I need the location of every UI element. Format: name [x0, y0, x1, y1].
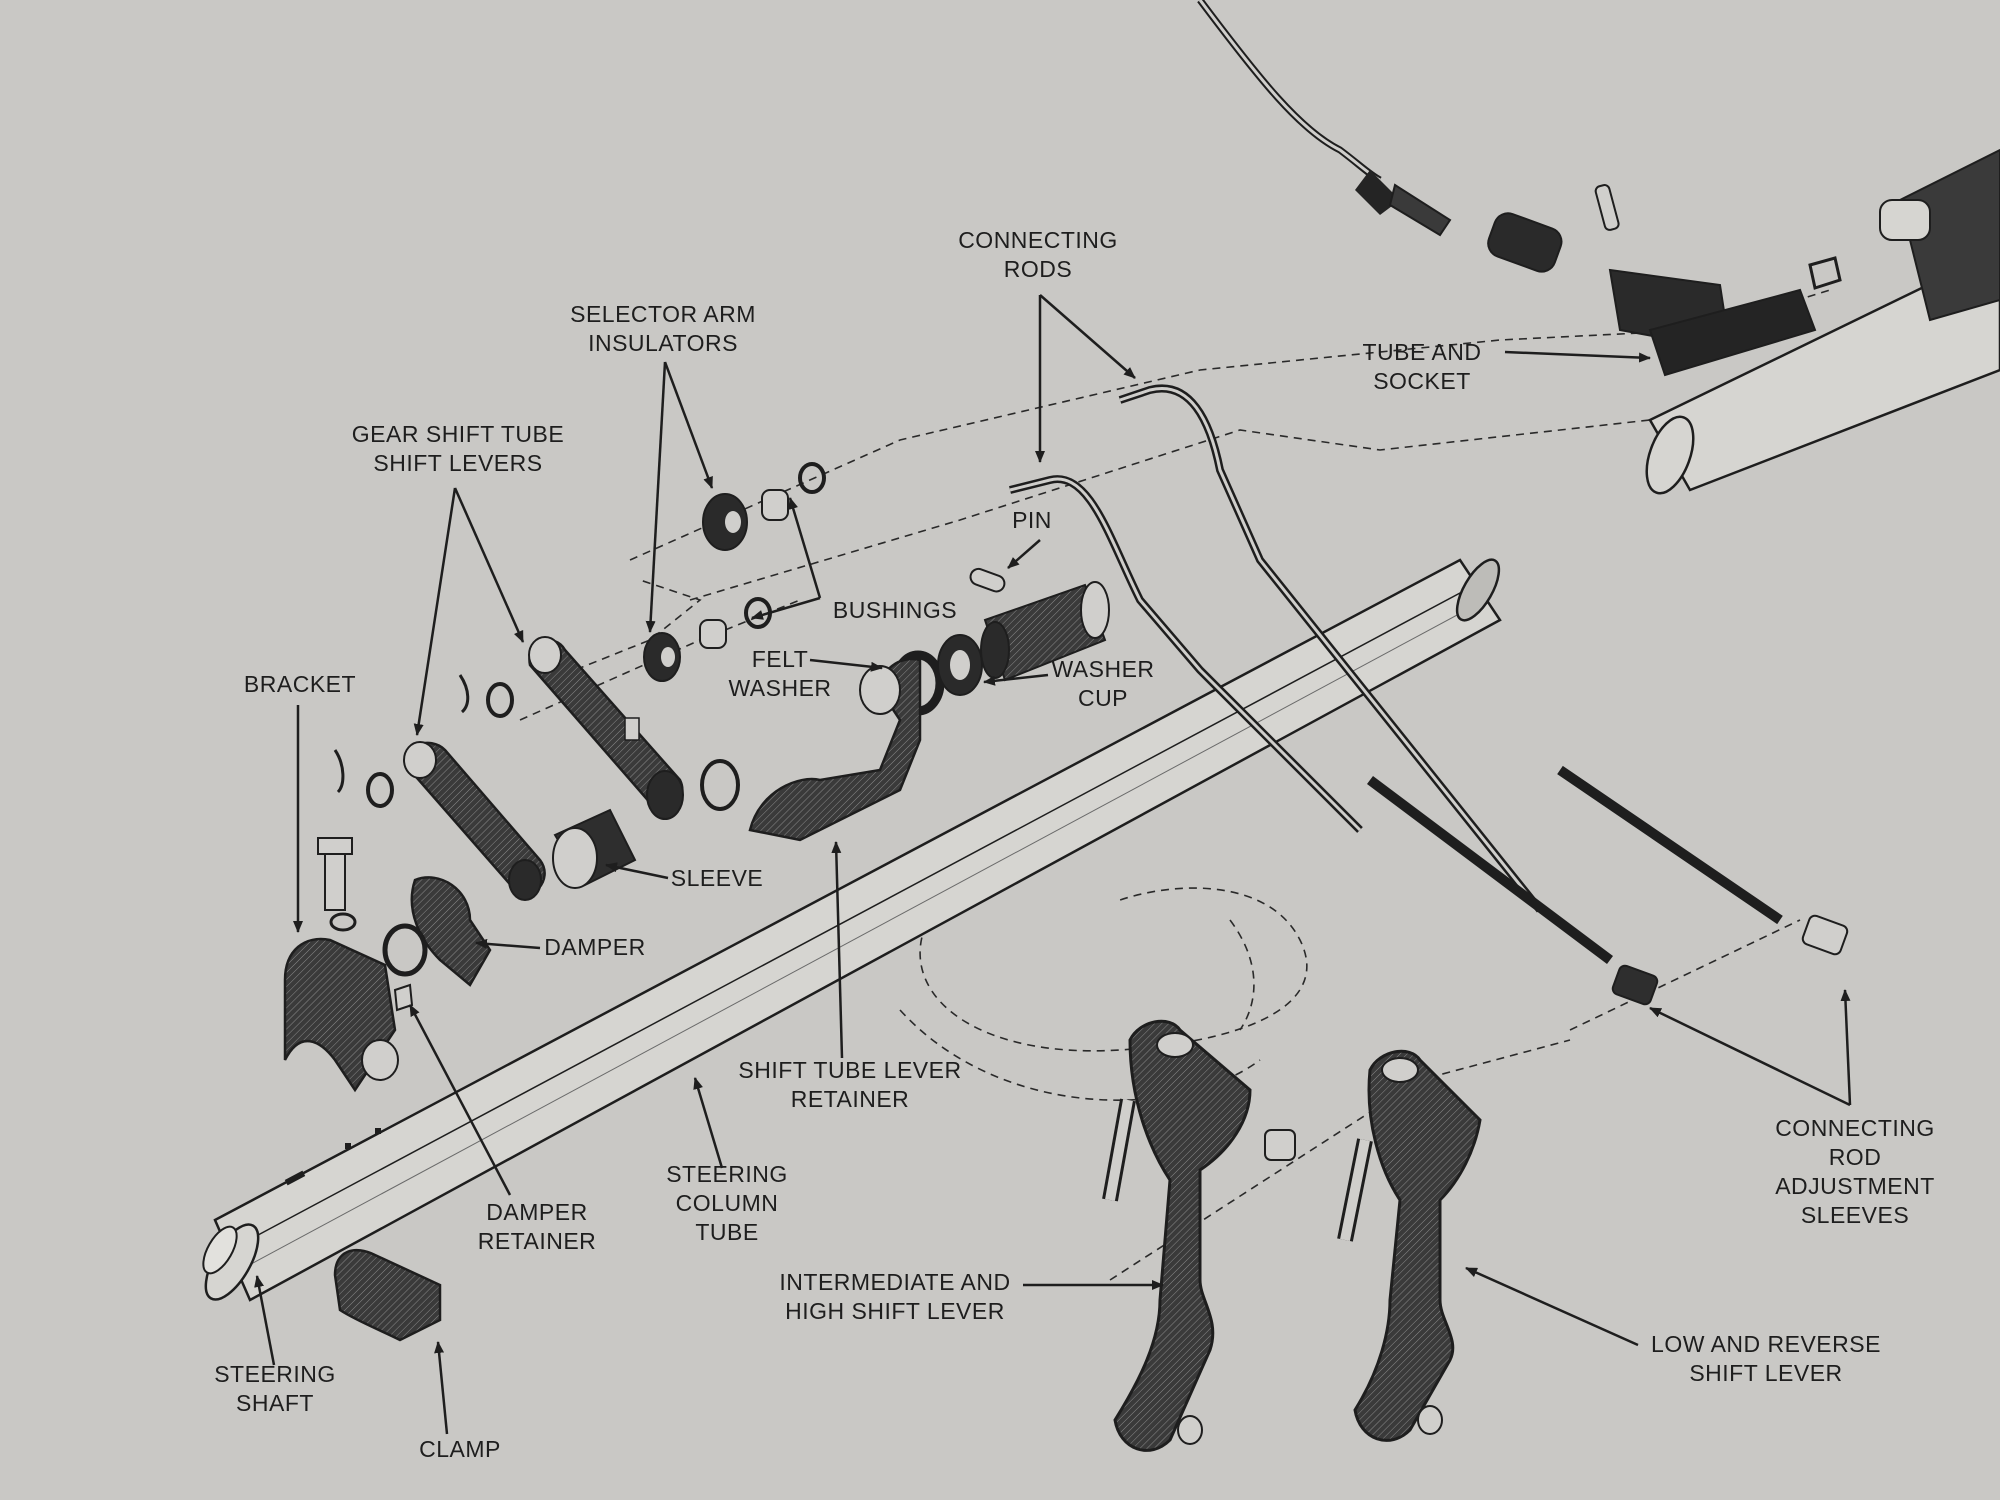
connecting-rod-adjustment-sleeves — [1611, 914, 1849, 1006]
insulators-bushings — [643, 462, 1006, 682]
low-reverse-shift-lever — [1264, 1049, 1482, 1442]
damper — [382, 876, 492, 987]
shift-tube-lever-retainer — [748, 657, 922, 842]
shift-housing — [1645, 148, 2000, 495]
intermediate-high-shift-lever — [1102, 1019, 1252, 1452]
label-damper: DAMPER — [544, 934, 646, 960]
label-connecting-rods: CONNECTING RODS — [958, 227, 1118, 282]
sleeve-group — [333, 674, 740, 889]
label-tube-and-socket: TUBE AND SOCKET — [1362, 339, 1482, 394]
steering-shaft — [202, 1225, 238, 1275]
label-felt-washer: FELT WASHER — [728, 646, 832, 701]
label-intermediate-and-high-shift-lever: INTERMEDIATE AND HIGH SHIFT LEVER — [779, 1269, 1011, 1324]
leader-arrows — [254, 294, 1852, 1435]
label-bushings: BUSHINGS — [832, 597, 958, 623]
label-clamp: CLAMP — [419, 1436, 501, 1462]
upper-shift-rod — [1197, 0, 1842, 377]
steering-column-tube — [204, 558, 1502, 1302]
label-bracket: BRACKET — [243, 671, 357, 697]
label-gear-shift-tube-shift-levers: GEAR SHIFT TUBE SHIFT LEVERS — [351, 421, 565, 476]
label-damper-retainer: DAMPER RETAINER — [477, 1199, 597, 1254]
label-steering-column-tube: STEERING COLUMN TUBE — [666, 1161, 788, 1245]
label-shift-tube-lever-retainer: SHIFT TUBE LEVER RETAINER — [738, 1057, 962, 1112]
clamp — [333, 1248, 442, 1342]
label-connecting-rod-adjustment-sleeves: CONNECTING ROD ADJUSTMENT SLEEVES — [1775, 1115, 1935, 1228]
label-washer-cup: WASHER CUP — [1051, 656, 1155, 711]
bracket — [283, 837, 414, 1093]
label-selector-arm-insulators: SELECTOR ARM INSULATORS — [570, 301, 756, 356]
label-sleeve: SLEEVE — [670, 865, 764, 891]
connecting-rods — [1009, 384, 1783, 964]
label-steering-shaft: STEERING SHAFT — [214, 1361, 336, 1416]
gear-shift-tube-shift-levers — [403, 636, 684, 901]
label-pin: PIN — [1012, 507, 1052, 533]
label-low-and-reverse-shift-lever: LOW AND REVERSE SHIFT LEVER — [1651, 1331, 1881, 1386]
washer-group — [891, 581, 1110, 716]
